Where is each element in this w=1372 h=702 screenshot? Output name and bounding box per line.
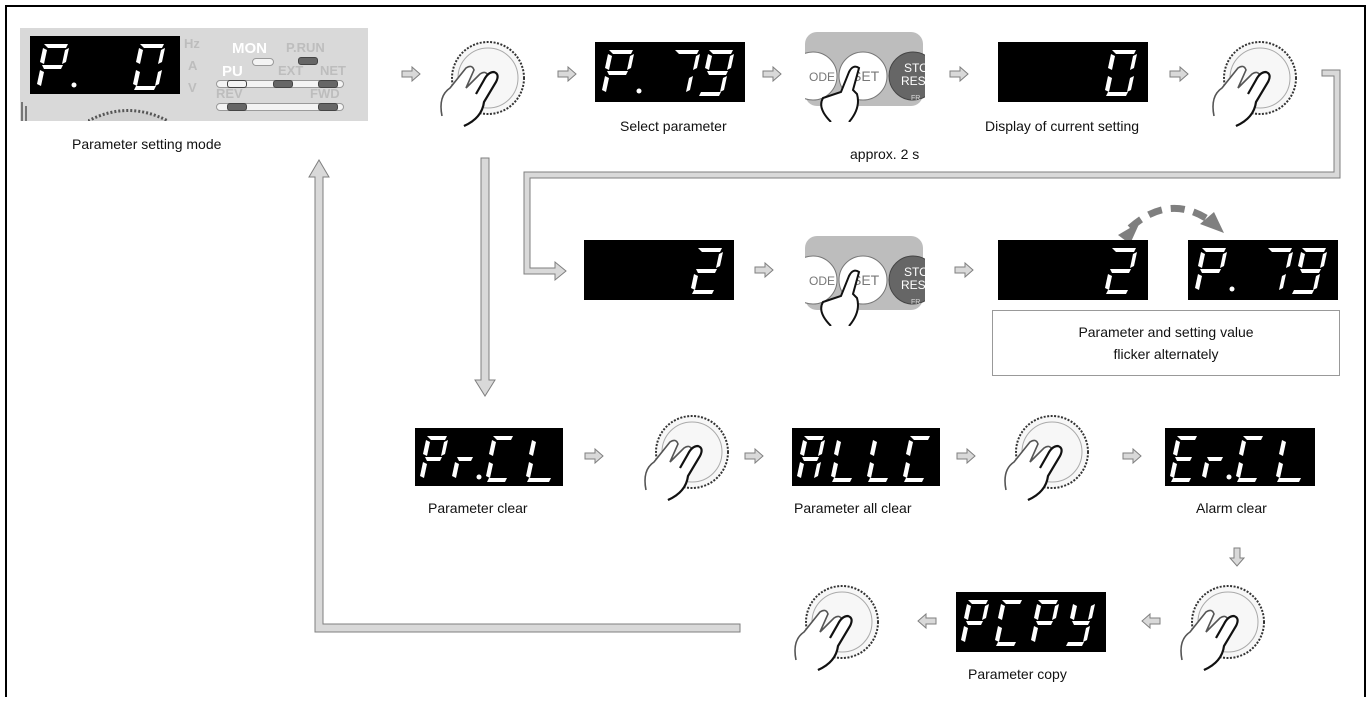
panel-edge-icon	[21, 102, 27, 121]
unit-hz-label: Hz	[184, 36, 200, 51]
display-allc	[792, 428, 940, 486]
display-current-0	[998, 42, 1148, 102]
arrow-right-icon	[954, 262, 974, 278]
arrow-right-icon	[744, 448, 764, 464]
flicker-note-line2: flicker alternately	[1113, 346, 1219, 362]
reset-key-label: RESE	[901, 74, 925, 88]
seven-segment-0	[1105, 50, 1137, 96]
mode-key-label: ODE	[809, 70, 835, 84]
rev-lamp	[227, 103, 247, 111]
connector-down-to-row3	[474, 157, 496, 397]
fr-key-label: FR	[911, 299, 920, 306]
net-lamp	[318, 80, 338, 88]
display-value-2	[584, 240, 734, 300]
fwd-lamp	[318, 103, 338, 111]
setting-dial-with-finger-icon	[794, 585, 879, 672]
display-flicker-value-2	[998, 240, 1148, 300]
stop-key-label: STO	[904, 61, 925, 75]
display-pr-cl	[415, 428, 563, 486]
display-p79	[595, 42, 745, 102]
setting-dial-with-finger-icon	[440, 41, 525, 128]
net-label: NET	[320, 63, 346, 78]
unit-v-label: V	[188, 80, 197, 95]
setting-dial-with-finger-icon	[1180, 585, 1265, 672]
caption-parameter-clear: Parameter clear	[428, 500, 528, 516]
caption-parameter-copy: Parameter copy	[968, 666, 1067, 682]
ext-lamp	[273, 80, 293, 88]
direction-lamp-bar	[216, 103, 344, 111]
rev-label: REV	[216, 86, 243, 101]
arrow-right-icon	[584, 448, 604, 464]
prun-lamp	[298, 57, 318, 65]
caption-parameter-setting-mode: Parameter setting mode	[72, 136, 222, 152]
arrow-right-icon	[754, 262, 774, 278]
caption-display-current-setting: Display of current setting	[985, 118, 1140, 134]
caption-select-parameter: Select parameter	[620, 118, 727, 134]
arrow-right-icon	[762, 66, 782, 82]
display-flicker-p79	[1188, 240, 1338, 300]
arrow-left-icon	[1141, 612, 1161, 630]
seven-segment-p0	[37, 44, 165, 90]
ext-label: EXT	[278, 63, 304, 78]
arrow-down-icon	[1228, 547, 1246, 567]
pu-lamp	[227, 80, 247, 88]
arrow-right-icon	[1122, 448, 1142, 464]
seven-segment-pcpy	[961, 600, 1095, 646]
arrow-right-icon	[956, 448, 976, 464]
flicker-note-box: Parameter and setting value flicker alte…	[992, 310, 1340, 376]
flicker-note-line1: Parameter and setting value	[1078, 324, 1254, 340]
arrow-left-icon	[917, 612, 937, 630]
mon-label: MON	[232, 40, 267, 57]
pu-label: PU	[222, 63, 243, 80]
arrow-right-icon	[557, 66, 577, 82]
seven-segment-2	[691, 248, 723, 294]
mon-lamp	[252, 58, 274, 66]
connector-row1-to-row2	[523, 69, 1341, 282]
reset-key-label: RESE	[901, 278, 925, 292]
seven-segment-allc	[797, 436, 930, 482]
stop-key-label: STO	[904, 265, 925, 279]
seven-segment-p79	[602, 50, 734, 96]
display-er-cl	[1165, 428, 1315, 486]
setting-dial-with-finger-icon	[1004, 415, 1089, 502]
set-key-press-icon: ODE SET STO RESE FR	[805, 236, 925, 326]
setting-dial-with-finger-icon	[644, 415, 729, 502]
flicker-swap-arrow-icon	[1118, 205, 1224, 244]
arrow-right-icon	[401, 66, 421, 82]
caption-parameter-all-clear: Parameter all clear	[794, 500, 912, 516]
operation-panel: Hz A V MON P.RUN PU EXT NET REV FWD	[20, 28, 368, 121]
arrow-right-icon	[1169, 66, 1189, 82]
seven-segment-er-cl	[1170, 436, 1301, 482]
set-key-press-icon: ODE SET STO RESE FR	[805, 32, 925, 122]
fwd-label: FWD	[310, 86, 340, 101]
seven-segment-p79	[1195, 248, 1327, 294]
connector-return-to-start	[308, 159, 741, 633]
mode-key-label: ODE	[809, 274, 835, 288]
arrow-right-icon	[949, 66, 969, 82]
seven-segment-pr-cl	[420, 436, 551, 482]
panel-display	[30, 36, 180, 94]
prun-label: P.RUN	[286, 40, 325, 55]
diagram-frame	[5, 5, 1366, 697]
setting-dial-with-finger-icon	[1212, 41, 1297, 128]
caption-approx-2s: approx. 2 s	[850, 146, 920, 162]
seven-segment-2	[1105, 248, 1137, 294]
fr-key-label: FR	[911, 95, 920, 102]
panel-dial-edge-icon	[88, 109, 168, 121]
unit-a-label: A	[188, 58, 198, 73]
caption-alarm-clear: Alarm clear	[1196, 500, 1267, 516]
display-pcpy	[956, 592, 1106, 652]
